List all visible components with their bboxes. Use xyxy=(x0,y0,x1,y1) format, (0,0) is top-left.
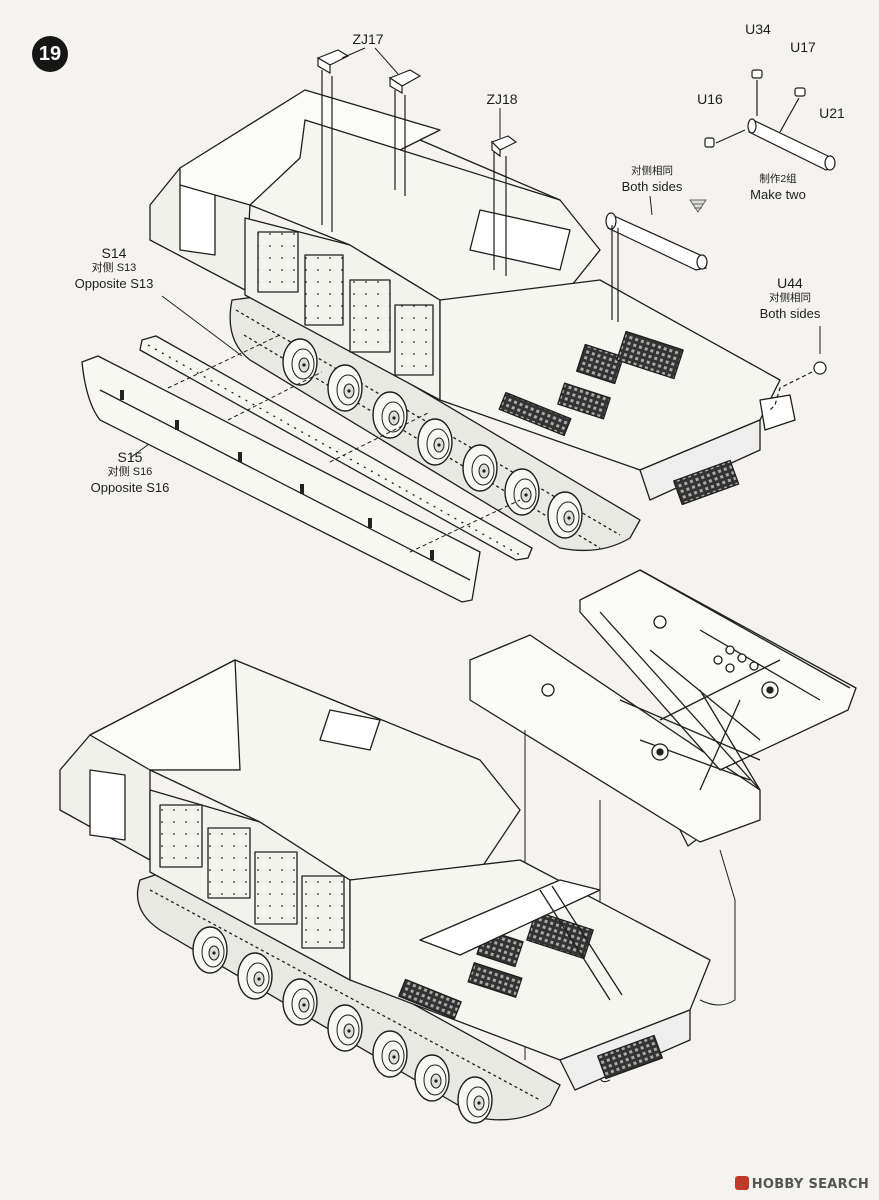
u44-both-sides-zh: 对侧相同 xyxy=(769,292,811,304)
label-u16: U16 xyxy=(697,91,723,107)
step-number-badge: 19 xyxy=(32,36,68,72)
side-skirt-s15 xyxy=(81,355,481,603)
u44-both-sides-en: Both sides xyxy=(759,306,821,321)
label-zj17: ZJ17 xyxy=(352,31,384,47)
lower-vehicle xyxy=(59,659,711,1121)
s15-note: S15 对侧 S16 Opposite S16 xyxy=(84,449,176,496)
s14-opposite-zh: 对侧 S13 xyxy=(91,262,137,274)
label-zj18: ZJ18 xyxy=(486,91,518,107)
make-two-note: 制作2组 Make two xyxy=(736,172,820,202)
u44-note: U44 对侧相同 Both sides xyxy=(752,275,828,322)
barrel-parts xyxy=(605,69,836,411)
label-u21: U21 xyxy=(819,105,845,121)
hobby-search-watermark: HOBBY SEARCH xyxy=(734,1176,869,1192)
label-leader-lines xyxy=(129,47,821,459)
label-u34: U34 xyxy=(745,21,771,37)
s15-opposite-zh: 对侧 S16 xyxy=(107,466,153,478)
s15-opposite-en: Opposite S16 xyxy=(90,480,170,495)
label-s15: S15 xyxy=(117,449,143,465)
make-two-zh: 制作2组 xyxy=(759,173,797,185)
label-u44: U44 xyxy=(777,275,803,291)
label-s14: S14 xyxy=(101,245,127,261)
both-sides-zh: 对侧相同 xyxy=(631,165,673,177)
down-arrow-icon xyxy=(689,199,707,213)
label-u17: U17 xyxy=(790,39,816,55)
launcher-frame xyxy=(469,569,857,847)
side-skirt-s14 xyxy=(139,335,533,561)
skirt-alignment-lines xyxy=(167,333,521,553)
make-two-en: Make two xyxy=(750,187,806,202)
s14-opposite-en: Opposite S13 xyxy=(74,276,154,291)
s14-note: S14 对侧 S13 Opposite S13 xyxy=(68,245,160,292)
watermark-text: HOBBY SEARCH xyxy=(751,1177,869,1192)
hatch-parts xyxy=(316,49,518,276)
hobby-search-logo-icon xyxy=(734,1176,749,1190)
both-sides-en: Both sides xyxy=(621,179,683,194)
barrel-both-sides-note: 对侧相同 Both sides xyxy=(610,164,694,194)
